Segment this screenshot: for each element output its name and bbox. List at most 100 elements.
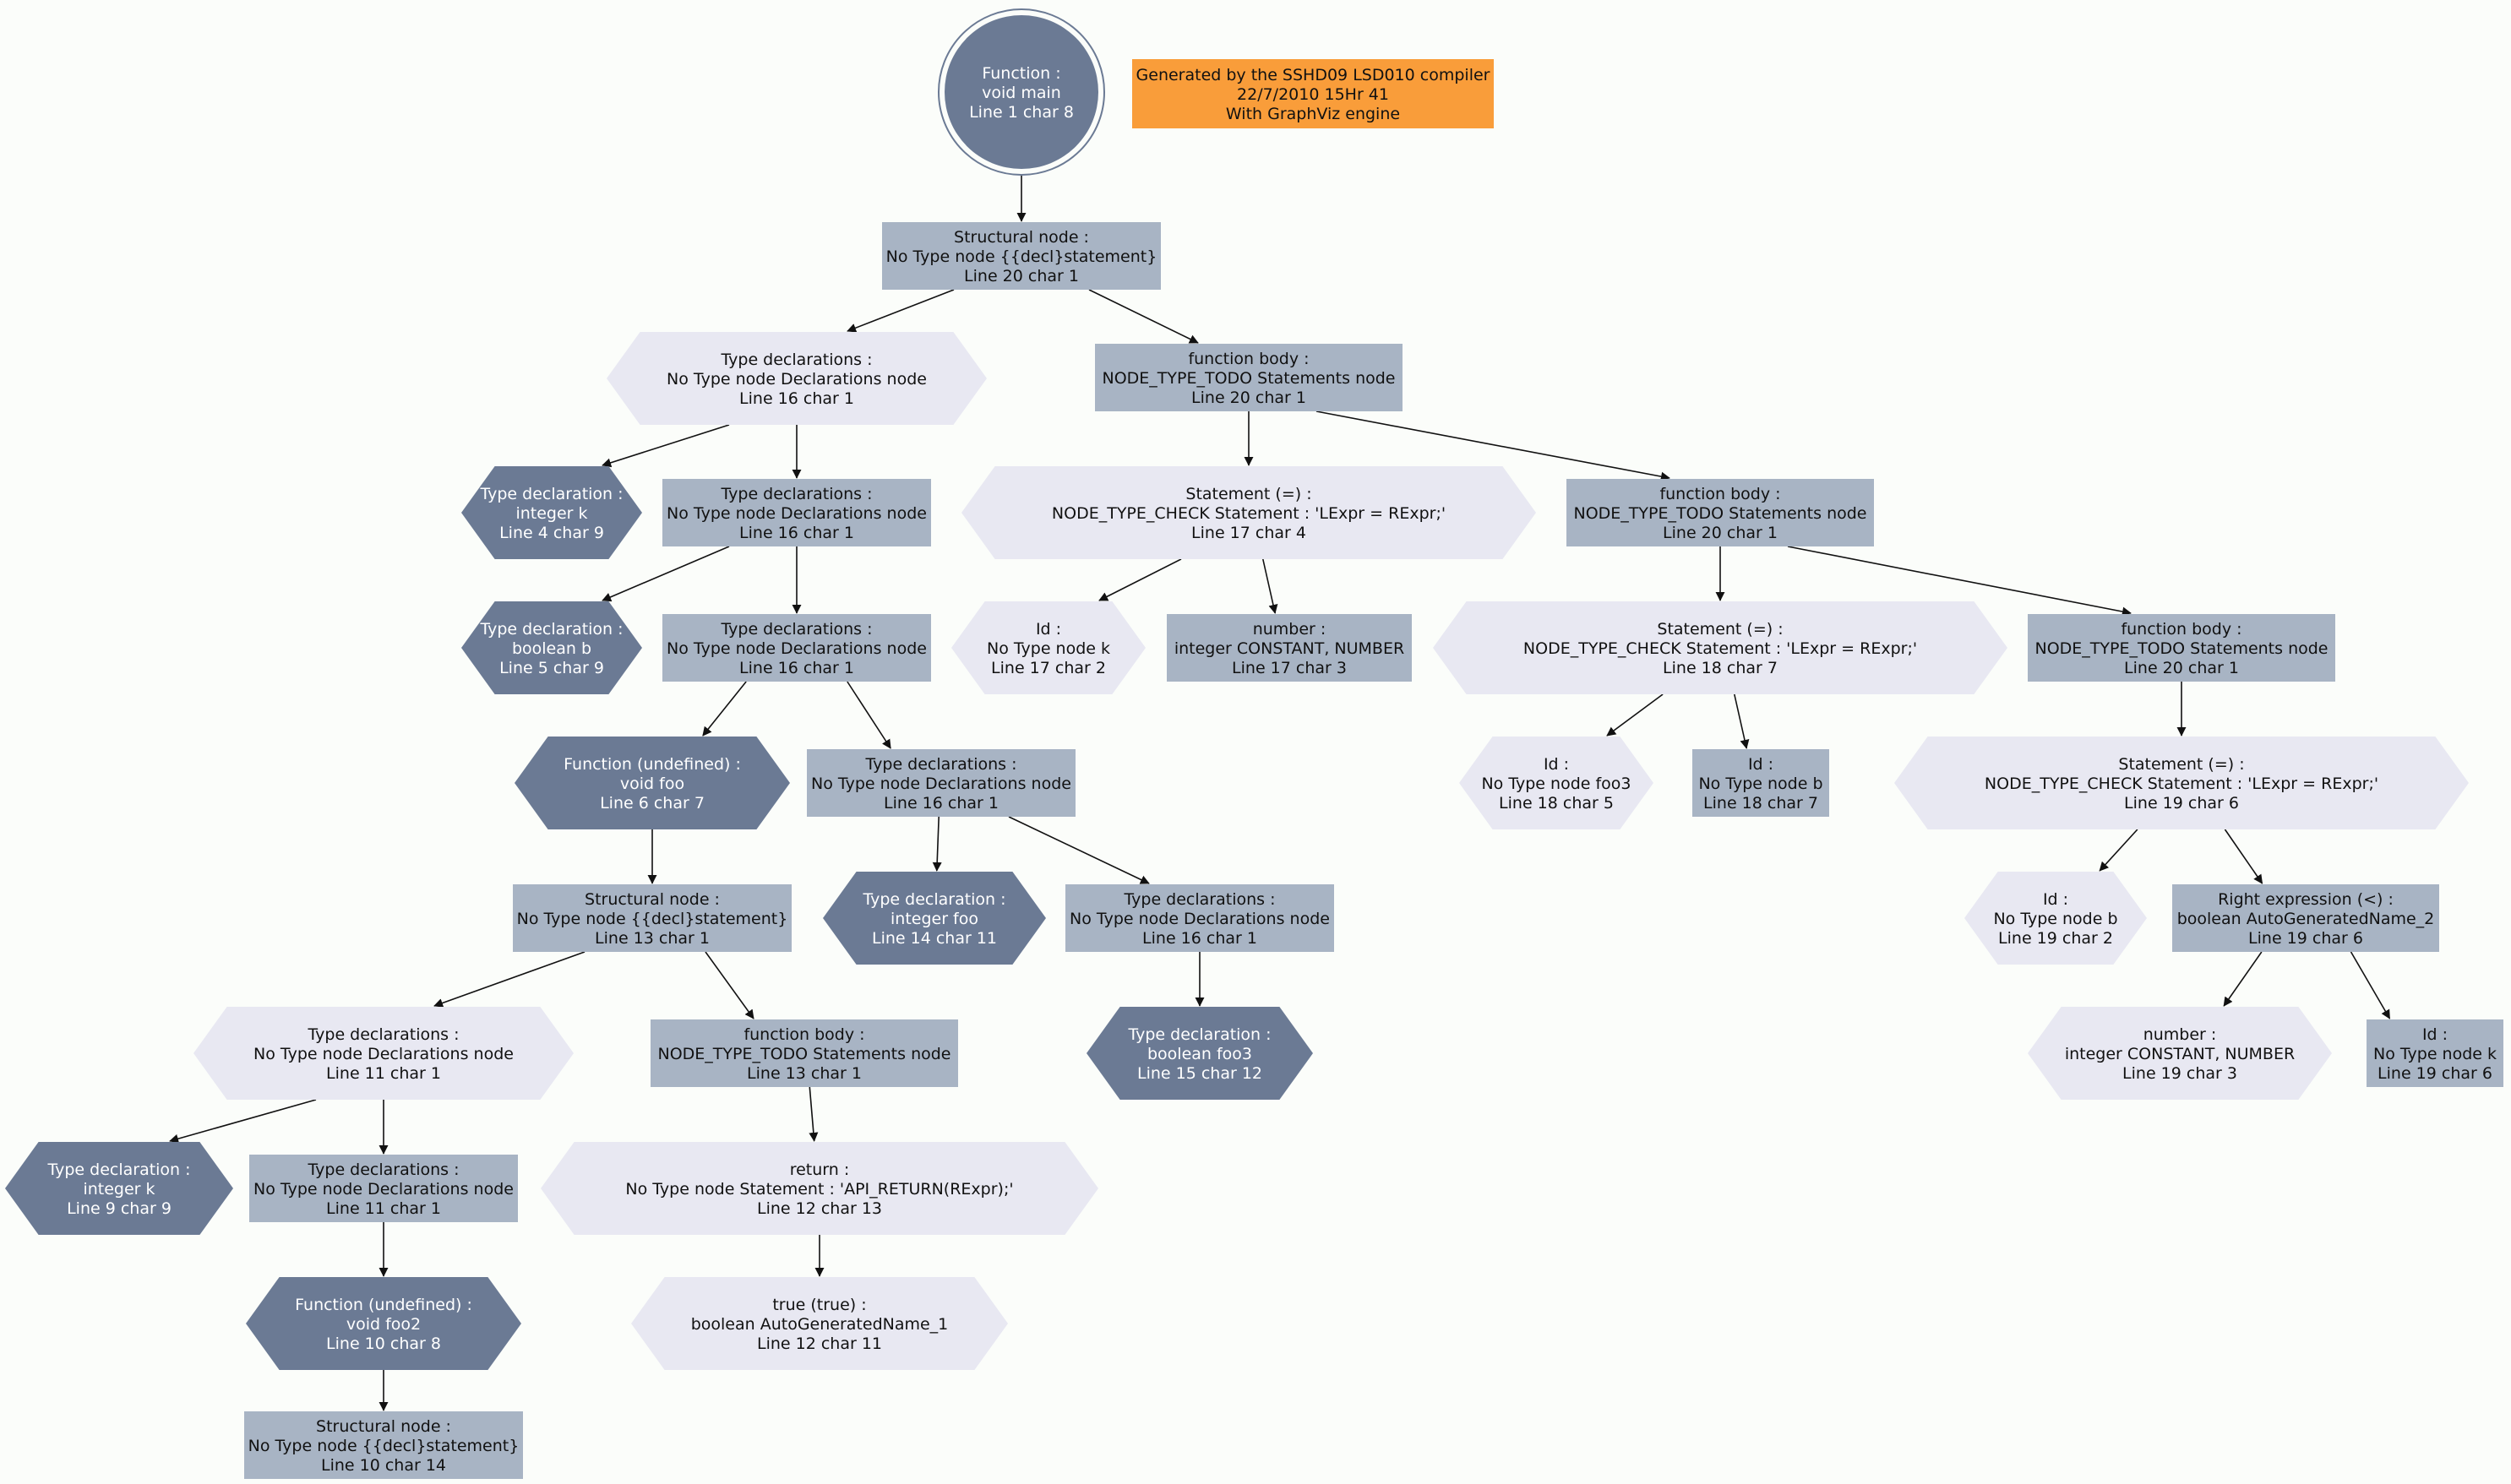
node-stmt19-line-3: Line 19 char 6 bbox=[2124, 794, 2239, 813]
node-id_k17-shape bbox=[951, 601, 1146, 694]
node-id_b19-shape bbox=[1964, 872, 2147, 965]
node-id_foo3-line-1: Id : bbox=[1544, 755, 1569, 774]
node-typedecls11b-line-3: Line 11 char 1 bbox=[326, 1199, 441, 1218]
node-typedecls11a-line-1: Type declarations : bbox=[308, 1025, 460, 1044]
node-typedecls3-line-2: No Type node Declarations node bbox=[667, 639, 927, 658]
node-td_foo3-line-1: Type declaration : bbox=[1127, 1025, 1271, 1044]
edge-rexpr-to-id_k19 bbox=[2350, 951, 2391, 1019]
node-td_foo14-line-1: Type declaration : bbox=[862, 890, 1005, 909]
node-fbody13: function body :NODE_TYPE_TODO Statements… bbox=[651, 1019, 958, 1087]
node-stmt19: Statement (=) :NODE_TYPE_CHECK Statement… bbox=[1894, 737, 2469, 829]
node-id_k17-line-2: No Type node k bbox=[987, 639, 1110, 658]
node-td_foo3-line-3: Line 15 char 12 bbox=[1137, 1064, 1262, 1083]
node-typedecls11b-line-1: Type declarations : bbox=[308, 1161, 460, 1179]
edge-typedecls2-to-td_b5 bbox=[602, 546, 730, 602]
edge-struct1-to-fbody1 bbox=[1088, 289, 1199, 344]
node-fbody13-line-2: NODE_TYPE_TODO Statements node bbox=[657, 1045, 950, 1063]
node-stmt18-line-3: Line 18 char 7 bbox=[1663, 659, 1778, 677]
compiler-info-line-3: With GraphViz engine bbox=[1226, 105, 1400, 123]
node-struct10: Structural node :No Type node {{decl}sta… bbox=[244, 1411, 523, 1479]
node-fbody1-shape bbox=[1095, 344, 1403, 411]
node-typedecls1-line-2: No Type node Declarations node bbox=[667, 370, 927, 389]
edge-stmt17-to-id_k17 bbox=[1098, 558, 1182, 601]
node-typedecls1-shape bbox=[607, 332, 987, 425]
node-td_b5-line-2: boolean b bbox=[512, 639, 591, 658]
node-struct13-line-1: Structural node : bbox=[585, 890, 720, 909]
node-typedecls5-shape bbox=[1065, 884, 1334, 952]
node-stmt17-shape bbox=[961, 466, 1536, 559]
node-typedecls11a-line-3: Line 11 char 1 bbox=[326, 1064, 441, 1083]
node-fbody3: function body :NODE_TYPE_TODO Statements… bbox=[2028, 614, 2335, 682]
node-ret12-line-2: No Type node Statement : 'API_RETURN(REx… bbox=[625, 1180, 1013, 1199]
edge-struct13-to-fbody13 bbox=[705, 951, 754, 1019]
node-typedecls11a: Type declarations :No Type node Declarat… bbox=[193, 1007, 574, 1100]
node-td_foo3-line-2: boolean foo3 bbox=[1147, 1045, 1252, 1063]
edge-typedecls3-to-func_foo bbox=[702, 681, 747, 737]
node-typedecls2-line-1: Type declarations : bbox=[721, 485, 873, 503]
node-id_foo3-line-2: No Type node foo3 bbox=[1481, 775, 1631, 793]
edge-fbody2-to-fbody3 bbox=[1787, 546, 2132, 617]
node-func_foo2-line-2: void foo2 bbox=[346, 1315, 421, 1334]
node-fbody13-shape bbox=[651, 1019, 958, 1087]
edge-fbody1-to-fbody2 bbox=[1315, 410, 1670, 481]
node-ret12-shape bbox=[541, 1142, 1098, 1235]
node-fbody13-line-3: Line 13 char 1 bbox=[747, 1064, 862, 1083]
node-struct1-shape bbox=[882, 222, 1161, 290]
compiler-info-line-1: Generated by the SSHD09 LSD010 compiler bbox=[1136, 66, 1490, 84]
node-num17-line-3: Line 17 char 3 bbox=[1232, 659, 1347, 677]
node-fbody2: function body :NODE_TYPE_TODO Statements… bbox=[1566, 479, 1874, 546]
node-typedecls5-line-3: Line 16 char 1 bbox=[1142, 929, 1257, 948]
node-ret12-line-3: Line 12 char 13 bbox=[757, 1199, 882, 1218]
node-stmt17-line-2: NODE_TYPE_CHECK Statement : 'LExpr = REx… bbox=[1052, 504, 1446, 523]
node-id_b19-line-2: No Type node b bbox=[1993, 910, 2117, 928]
node-num19-shape bbox=[2028, 1007, 2332, 1100]
node-typedecls5-line-2: No Type node Declarations node bbox=[1070, 910, 1330, 928]
node-fbody2-line-2: NODE_TYPE_TODO Statements node bbox=[1573, 504, 1866, 523]
node-true12: true (true) :boolean AutoGeneratedName_1… bbox=[631, 1277, 1008, 1370]
node-struct1: Structural node :No Type node {{decl}sta… bbox=[882, 222, 1161, 290]
node-typedecls11b: Type declarations :No Type node Declarat… bbox=[249, 1155, 518, 1222]
node-rexpr-line-2: boolean AutoGeneratedName_2 bbox=[2177, 910, 2435, 928]
node-struct10-line-2: No Type node {{decl}statement} bbox=[248, 1437, 520, 1455]
node-rexpr-line-3: Line 19 char 6 bbox=[2248, 929, 2363, 948]
node-root-shape bbox=[945, 15, 1098, 169]
node-td_foo14-line-2: integer foo bbox=[891, 910, 978, 928]
node-td_k4-line-2: integer k bbox=[515, 504, 587, 523]
node-td_foo14-line-3: Line 14 char 11 bbox=[872, 929, 997, 948]
node-fbody3-shape bbox=[2028, 614, 2335, 682]
node-typedecls4-line-2: No Type node Declarations node bbox=[811, 775, 1071, 793]
edge-struct13-to-typedecls11a bbox=[433, 951, 586, 1008]
node-fbody1-line-3: Line 20 char 1 bbox=[1191, 389, 1306, 407]
node-id_k17-line-3: Line 17 char 2 bbox=[991, 659, 1106, 677]
compiler-info-box: Generated by the SSHD09 LSD010 compiler2… bbox=[1132, 59, 1494, 128]
node-struct13-line-2: No Type node {{decl}statement} bbox=[517, 910, 788, 928]
node-func_foo-line-2: void foo bbox=[620, 775, 684, 793]
node-typedecls5: Type declarations :No Type node Declarat… bbox=[1065, 884, 1334, 952]
node-td_k9-line-1: Type declaration : bbox=[46, 1161, 190, 1179]
edge-stmt18-to-id_b18 bbox=[1734, 693, 1750, 749]
node-fbody1: function body :NODE_TYPE_TODO Statements… bbox=[1095, 344, 1403, 411]
node-typedecls4-line-1: Type declarations : bbox=[865, 755, 1017, 774]
node-typedecls1-line-3: Line 16 char 1 bbox=[739, 389, 854, 408]
edge-stmt18-to-id_foo3 bbox=[1606, 693, 1664, 737]
node-typedecls3-line-3: Line 16 char 1 bbox=[739, 659, 854, 677]
node-func_foo2-line-1: Function (undefined) : bbox=[295, 1296, 472, 1314]
node-true12-line-1: true (true) : bbox=[772, 1296, 866, 1314]
node-struct10-shape bbox=[244, 1411, 523, 1479]
node-struct1-line-2: No Type node {{decl}statement} bbox=[886, 247, 1157, 266]
edge-stmt17-to-num17 bbox=[1262, 558, 1278, 614]
nodes-layer: Generated by the SSHD09 LSD010 compiler2… bbox=[5, 8, 2503, 1479]
node-root-line-1: Function : bbox=[982, 64, 1060, 83]
edge-typedecls4-to-td_foo14 bbox=[932, 816, 942, 872]
node-td_k9-line-3: Line 9 char 9 bbox=[67, 1199, 172, 1218]
node-typedecls11b-line-2: No Type node Declarations node bbox=[253, 1180, 514, 1199]
node-id_k19-line-2: No Type node k bbox=[2373, 1045, 2497, 1063]
edge-typedecls11a-to-td_k9 bbox=[169, 1099, 317, 1144]
